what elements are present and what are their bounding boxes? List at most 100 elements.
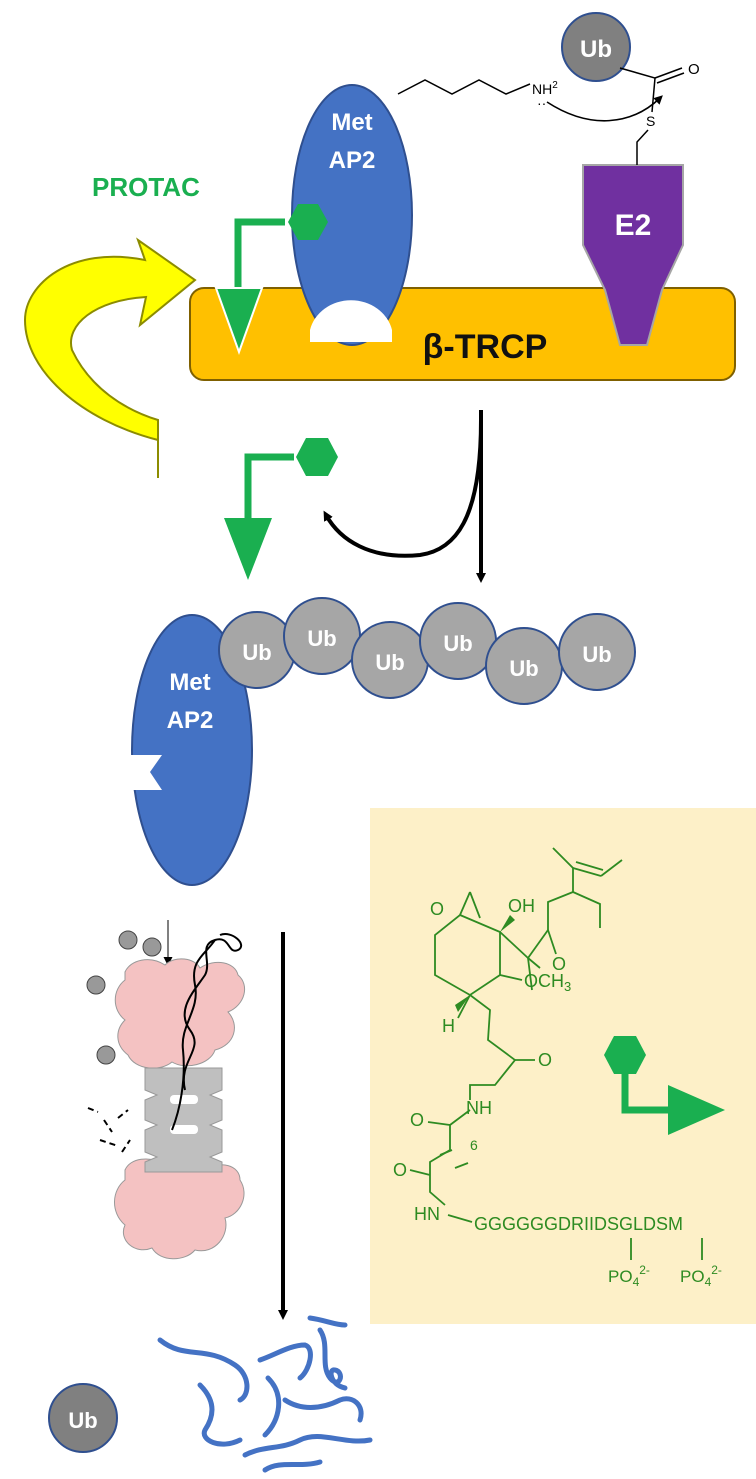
spiro-epoxide-1 — [459, 891, 471, 916]
prenyl-tail — [572, 891, 601, 928]
label-peptide: GGGGGGDRIIDSGLDSM — [474, 1214, 683, 1234]
epoxide-right-2 — [547, 929, 557, 955]
chain-to-epoxide — [547, 891, 574, 930]
e2-enzyme — [582, 164, 684, 346]
thioester-s: S — [646, 113, 655, 129]
peptide-6 — [307, 1315, 348, 1328]
thioester-o: O — [688, 61, 700, 78]
chain-ub-label-1: Ub — [242, 640, 271, 665]
label-o-amide2: O — [393, 1160, 407, 1180]
label-nh: NH — [466, 1098, 492, 1118]
beta-trcp-label: β-TRCP — [423, 328, 548, 366]
free-ub-dot-1 — [118, 930, 138, 950]
peptide-2 — [197, 1382, 243, 1447]
peptide-4 — [262, 1375, 282, 1438]
lone-pair: ·· — [537, 95, 546, 111]
recycle-arrow — [23, 237, 197, 478]
proteasome-core — [144, 1067, 223, 1173]
label-o-spiro: O — [430, 899, 444, 919]
ub-thioester-label: Ub — [580, 36, 612, 63]
structure-box — [370, 808, 756, 1324]
substrate-fragments — [87, 1107, 131, 1153]
wedge-h — [455, 995, 470, 1012]
epoxide-right-1 — [527, 929, 549, 959]
metap2-mid-met: Met — [169, 669, 210, 696]
label-o-ketone: O — [538, 1050, 552, 1070]
label-och3: OCH3 — [524, 971, 571, 994]
label-po4-a: PO42- — [608, 1263, 650, 1289]
protac-top-hexagon — [288, 204, 328, 240]
attack-arrow — [546, 95, 663, 122]
free-ub-circle — [48, 1383, 118, 1453]
prenyl-double-1 — [572, 867, 602, 877]
prenyl-methyl — [600, 859, 623, 877]
protac-top-linker — [234, 218, 285, 300]
protac-box-linker — [621, 1074, 675, 1114]
chain-ub-label-5: Ub — [509, 656, 538, 681]
protac-free-linker — [244, 453, 294, 528]
lysine-chain — [397, 79, 531, 95]
peptide-5 — [317, 1327, 348, 1391]
protac-box-hexagon — [604, 1036, 646, 1074]
methoxy-bond — [499, 974, 523, 981]
e2-label: E2 — [615, 209, 652, 242]
label-hn: HN — [414, 1204, 440, 1224]
prenyl-double-2 — [575, 861, 604, 871]
nh2-label: NH2 — [532, 80, 558, 97]
metap2-top-met: Met — [331, 109, 372, 136]
chain-ub-6 — [558, 613, 636, 691]
protac-top-triangle — [214, 287, 264, 355]
hn-peptide-bond — [447, 1214, 473, 1223]
chain-ub-label-3: Ub — [375, 650, 404, 675]
substrate-thread — [171, 933, 243, 1131]
metap2-mid-notch — [128, 755, 162, 790]
carbonyl-bond-1 — [654, 67, 683, 79]
wedge-oh — [500, 915, 515, 932]
cysteine-link — [636, 129, 649, 165]
proteasome-core-slot-2 — [170, 1125, 198, 1134]
peptide-fragments — [157, 1315, 373, 1473]
epoxide-methyl — [527, 957, 533, 991]
free-ub-dot-2 — [142, 937, 162, 957]
release-arrow-curve — [323, 419, 483, 558]
label-o-side: O — [552, 954, 566, 974]
metap2-top-ap2: AP2 — [329, 147, 376, 174]
chain-ub-label-6: Ub — [582, 642, 611, 667]
polyubiquitin-chain: Ub Ub Ub Ub Ub Ub — [218, 597, 636, 705]
spiro-epoxide-2 — [469, 891, 481, 919]
carbonyl-bond-2 — [656, 72, 685, 84]
amide1-double — [427, 1121, 451, 1126]
peptide-1 — [157, 1337, 250, 1403]
label-o-amide1: O — [410, 1110, 424, 1130]
epoxide-right-3 — [527, 957, 541, 969]
proteasome-core-slot-1 — [170, 1095, 198, 1104]
free-ub-dot-4 — [96, 1045, 116, 1065]
chain-ub-label-4: Ub — [443, 631, 472, 656]
peptide-9 — [262, 1459, 323, 1473]
repeat-bracket-2 — [454, 1162, 469, 1169]
proteasome-top-cap — [114, 958, 246, 1069]
label-po4-b: PO42- — [680, 1263, 722, 1289]
ring-to-epoxide — [499, 931, 529, 959]
peptide-3 — [257, 1342, 313, 1381]
h-bond — [457, 994, 471, 1019]
protac-free-hexagon — [296, 438, 338, 476]
metap2-mid-ap2: AP2 — [167, 707, 214, 734]
label-h: H — [442, 1016, 455, 1036]
protac-free-triangle — [224, 518, 272, 580]
repeat-bracket-1 — [439, 1149, 453, 1156]
free-ub-label: Ub — [68, 1408, 97, 1433]
free-ub-dot-3 — [86, 975, 106, 995]
thioester-bond — [619, 67, 656, 113]
label-oh: OH — [508, 896, 535, 916]
peptide-8 — [242, 1434, 373, 1458]
amide2-double — [409, 1169, 431, 1176]
label-repeat: 6 — [470, 1137, 478, 1153]
protac-box-triangle — [668, 1085, 725, 1135]
proteasome-bottom-cap — [114, 1158, 245, 1260]
chain-ub-label-2: Ub — [307, 626, 336, 651]
amide-chain — [429, 1109, 471, 1206]
metap2-mid-ellipse — [131, 614, 253, 886]
